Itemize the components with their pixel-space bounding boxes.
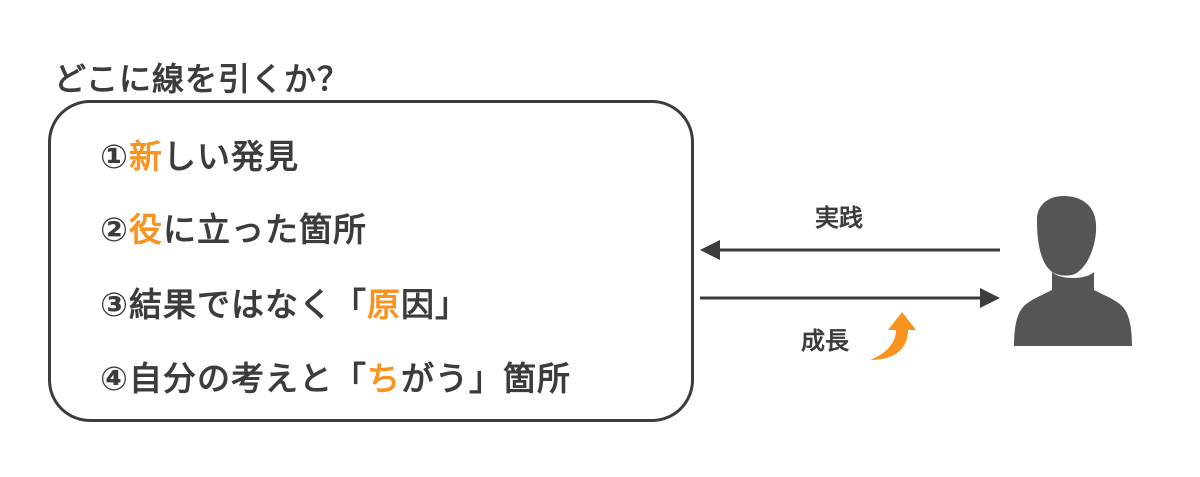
highlight-criteria-box (48, 100, 694, 422)
item-text: しい発見 (162, 137, 299, 176)
criteria-item-4: ④自分の考えと「ちがう」箇所 (100, 352, 571, 400)
growth-arrow (700, 288, 1000, 308)
person-silhouette-icon (1014, 196, 1132, 346)
item-text-pre: 自分の考えと「 (128, 359, 367, 398)
item-highlight: 新 (128, 137, 163, 176)
growth-label: 成長 (801, 327, 849, 355)
criteria-item-2: ②役に立った箇所 (100, 203, 367, 251)
practice-arrow (700, 240, 1000, 260)
item-number: ④ (100, 359, 129, 398)
item-text: がう」箇所 (400, 359, 571, 398)
item-highlight: 役 (128, 210, 163, 249)
diagram-title: どこに線を引くか？ (54, 60, 351, 98)
item-number: ① (100, 137, 129, 176)
item-highlight: 原 (366, 285, 401, 324)
criteria-item-3: ③結果ではなく「原因」 (100, 278, 469, 326)
item-text-pre: 結果ではなく「 (128, 285, 367, 324)
item-number: ③ (100, 285, 129, 324)
criteria-item-1: ①新しい発見 (100, 130, 299, 178)
item-text: 因」 (400, 285, 469, 324)
item-text: に立った箇所 (162, 210, 367, 249)
item-highlight: ち (366, 359, 401, 398)
practice-label: 実践 (815, 204, 863, 232)
curved-up-arrow-icon (870, 312, 916, 360)
item-number: ② (100, 210, 129, 249)
